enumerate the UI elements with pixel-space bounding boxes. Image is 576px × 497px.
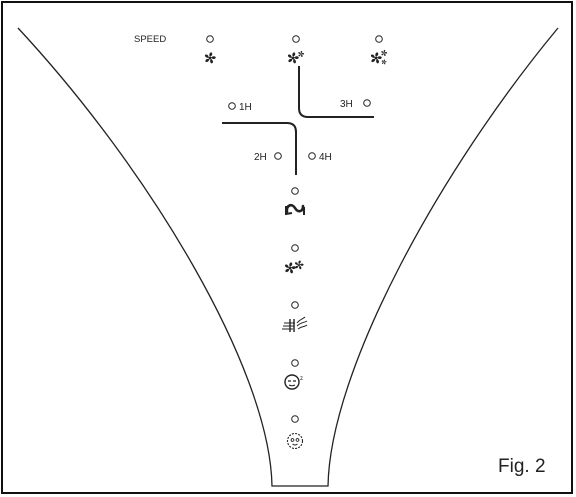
oscillation-icon[interactable] — [285, 203, 305, 216]
timer-4h-label[interactable]: 4H — [319, 152, 332, 163]
fan-medium-icon[interactable] — [287, 50, 305, 64]
child-mode-icon[interactable] — [286, 432, 304, 450]
sleep-mode-icon[interactable]: z — [284, 374, 303, 390]
timer-2h-indicator — [274, 152, 282, 160]
panel-outline — [17, 27, 559, 487]
timer-1h-indicator — [228, 102, 236, 110]
child-indicator — [291, 415, 299, 423]
fan-high-icon[interactable] — [370, 49, 388, 65]
breeze-indicator — [291, 301, 299, 309]
natural-wind-icon[interactable] — [284, 260, 304, 274]
timer-2h-label[interactable]: 2H — [254, 152, 267, 163]
timer-divider-upper — [298, 66, 374, 118]
svg-text:z: z — [300, 376, 303, 382]
timer-divider-lower — [222, 122, 297, 175]
speed-medium-indicator — [292, 35, 300, 43]
speed-label: SPEED — [134, 34, 166, 45]
speed-high-indicator — [375, 35, 383, 43]
breeze-icon[interactable] — [282, 316, 308, 332]
timer-3h-label[interactable]: 3H — [340, 99, 353, 110]
oscillation-indicator — [291, 187, 299, 195]
fan-low-icon[interactable] — [204, 52, 217, 64]
figure-label: Fig. 2 — [498, 456, 546, 477]
timer-4h-indicator — [308, 152, 316, 160]
natural-wind-indicator — [291, 244, 299, 252]
timer-3h-indicator — [363, 99, 371, 107]
speed-low-indicator — [206, 35, 214, 43]
sleep-indicator — [291, 359, 299, 367]
timer-1h-label[interactable]: 1H — [239, 102, 252, 113]
